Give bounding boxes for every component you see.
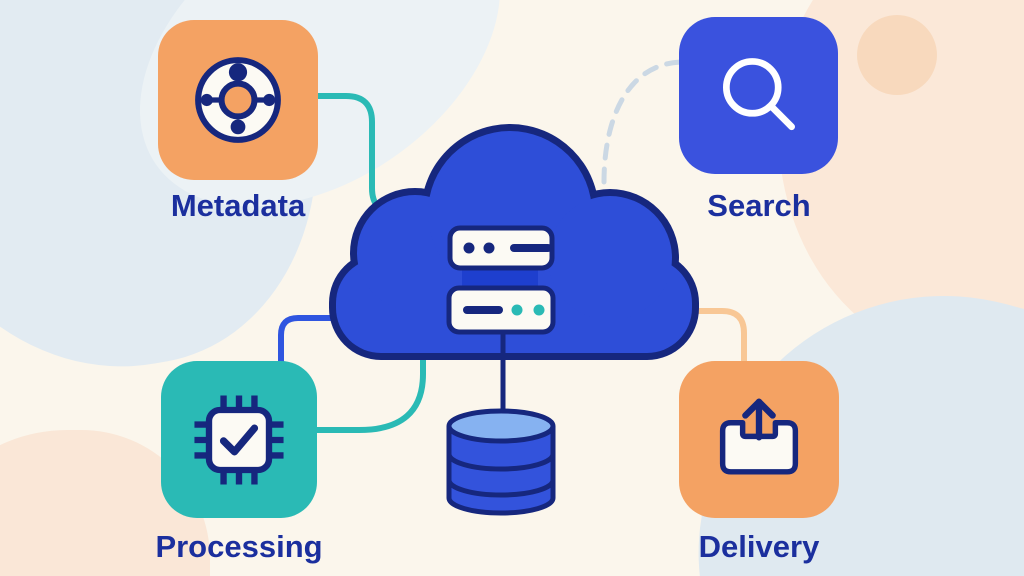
search-label: Search <box>707 188 811 223</box>
metadata-card <box>158 20 318 180</box>
cloud-server-database-art <box>329 124 699 516</box>
checkmark-icon <box>219 424 259 455</box>
processing-card <box>161 361 317 518</box>
upload-icon <box>719 398 799 475</box>
metadata-label: Metadata <box>170 188 306 223</box>
connector-cloud-to-delivery <box>689 308 747 366</box>
connector-cloud-to-search-dashed <box>601 59 687 185</box>
server-bottom-leds <box>463 304 545 316</box>
cloud-icon <box>336 131 692 353</box>
processing-label: Processing <box>155 529 323 564</box>
background-blob-orange-circle <box>857 15 937 95</box>
server-top-leds <box>463 242 552 254</box>
delivery-label: Delivery <box>698 529 820 564</box>
chip-check-icon <box>194 394 284 485</box>
connector-processing-to-cloud <box>314 349 426 433</box>
database-icon <box>446 408 556 516</box>
delivery-card <box>679 361 839 518</box>
search-card <box>679 17 838 174</box>
magnifier-icon <box>722 57 795 130</box>
connector-cloud-to-processing <box>278 315 343 368</box>
hub-icon <box>195 57 281 143</box>
